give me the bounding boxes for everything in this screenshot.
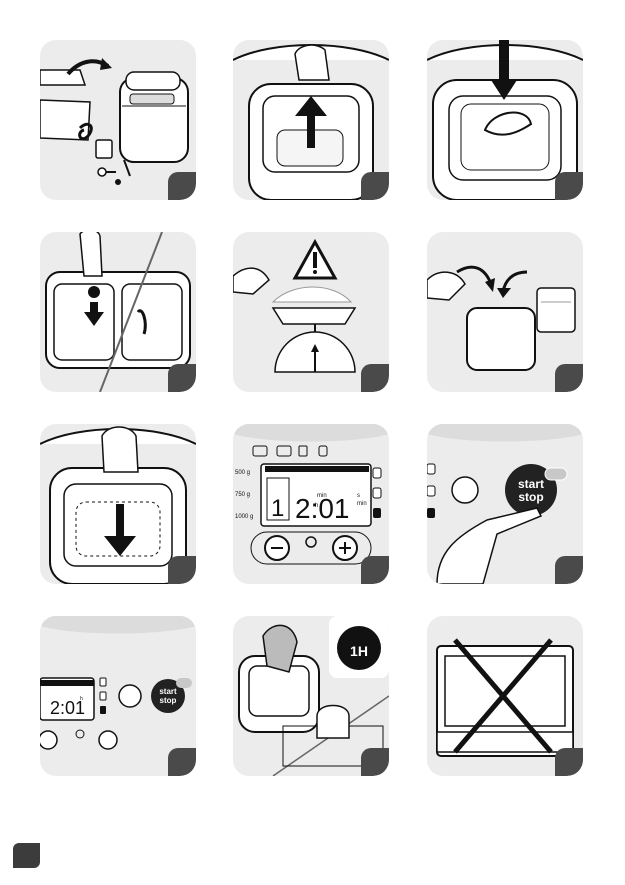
s-label: s <box>357 493 360 499</box>
h-label: h <box>315 503 318 509</box>
size-button[interactable] <box>452 477 478 503</box>
program-icons <box>253 446 327 456</box>
plus-button[interactable] <box>333 536 357 560</box>
step-panel-9-press-start: start stop <box>427 424 583 584</box>
min-label: min <box>317 493 327 499</box>
timer-icon <box>306 537 316 547</box>
step-panel-4-attach-paddles <box>40 232 196 392</box>
start-label: start <box>159 687 177 696</box>
stop-label: stop <box>518 490 543 504</box>
step-panel-12-no-dishwasher <box>427 616 583 776</box>
start-label: start <box>518 477 544 491</box>
step-panel-2-remove-pan <box>233 40 389 200</box>
min-label-right: min <box>357 501 367 507</box>
step-panel-8-control-panel: 500 g 750 g 1000 g 1 2:01 min h s min <box>233 424 389 584</box>
stop-label: stop <box>160 696 177 705</box>
plus-button[interactable] <box>99 731 117 749</box>
minus-button[interactable] <box>265 536 289 560</box>
step-panel-1-unpack <box>40 40 196 200</box>
step-panel-11-remove-bread: 1H <box>233 616 389 776</box>
weight-label-500: 500 g <box>235 470 250 476</box>
timer-icon <box>76 730 84 738</box>
start-stop-button[interactable]: start stop <box>151 678 192 713</box>
minus-button[interactable] <box>40 731 57 749</box>
size-button[interactable] <box>119 685 141 707</box>
mini-h-label: h <box>80 696 83 702</box>
page-number-badge <box>13 843 40 868</box>
program-number: 1 <box>271 495 284 522</box>
weight-label-750: 750 g <box>235 492 250 498</box>
step-panel-6-add-ingredients <box>427 232 583 392</box>
step-panel-7-place-pan <box>40 424 196 584</box>
one-hour-timer-badge: 1H <box>329 616 389 678</box>
one-hour-label: 1H <box>350 643 368 659</box>
step-panel-10-running: 2:01 h start stop <box>40 616 196 776</box>
step-panel-5-weigh-ingredients <box>233 232 389 392</box>
weight-label-1000: 1000 g <box>235 514 253 520</box>
loaf-size-icons <box>373 468 381 518</box>
step-panel-3-insert-paddle <box>427 40 583 200</box>
